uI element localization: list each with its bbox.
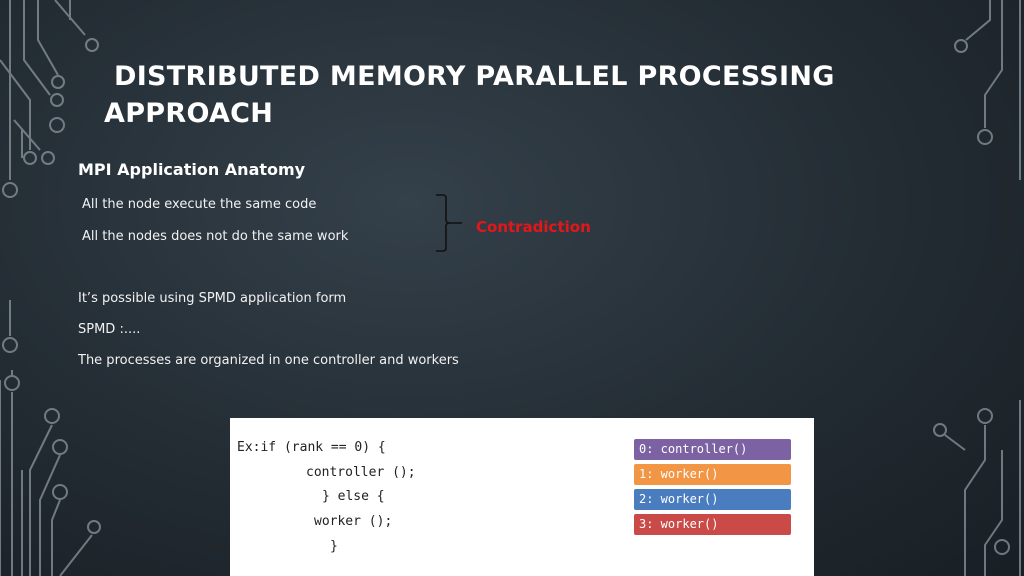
code-line-close: } bbox=[330, 539, 338, 554]
bullet-different-work: All the nodes does not do the same work bbox=[82, 229, 349, 244]
section-subtitle: MPI Application Anatomy bbox=[78, 160, 306, 179]
bullet-spmd: SPMD :.... bbox=[78, 322, 141, 337]
process-badge-2: 2: worker() bbox=[634, 489, 791, 510]
contradiction-label: Contradiction bbox=[476, 218, 591, 236]
process-badge-0: 0: controller() bbox=[634, 439, 791, 460]
process-badge-1: 1: worker() bbox=[634, 464, 791, 485]
bullet-same-code: All the node execute the same code bbox=[82, 197, 317, 212]
code-line-else: } else { bbox=[322, 489, 385, 504]
code-example-panel: Ex:if (rank == 0) { controller (); } els… bbox=[230, 418, 814, 576]
right-brace-icon bbox=[436, 194, 462, 252]
title-line-1: DISTRIBUTED MEMORY PARALLEL PROCESSING bbox=[114, 61, 835, 92]
title-line-2: APPROACH bbox=[104, 98, 274, 129]
bullet-controller-workers: The processes are organized in one contr… bbox=[78, 353, 459, 368]
code-line-worker: worker (); bbox=[314, 514, 393, 529]
code-line-controller: controller (); bbox=[306, 465, 416, 480]
process-badge-3: 3: worker() bbox=[634, 514, 791, 535]
code-line-if: Ex:if (rank == 0) { bbox=[237, 440, 386, 455]
page-title: DISTRIBUTED MEMORY PARALLEL PROCESSING A… bbox=[104, 58, 864, 132]
bullet-spmd-form: It’s possible using SPMD application for… bbox=[78, 291, 347, 306]
